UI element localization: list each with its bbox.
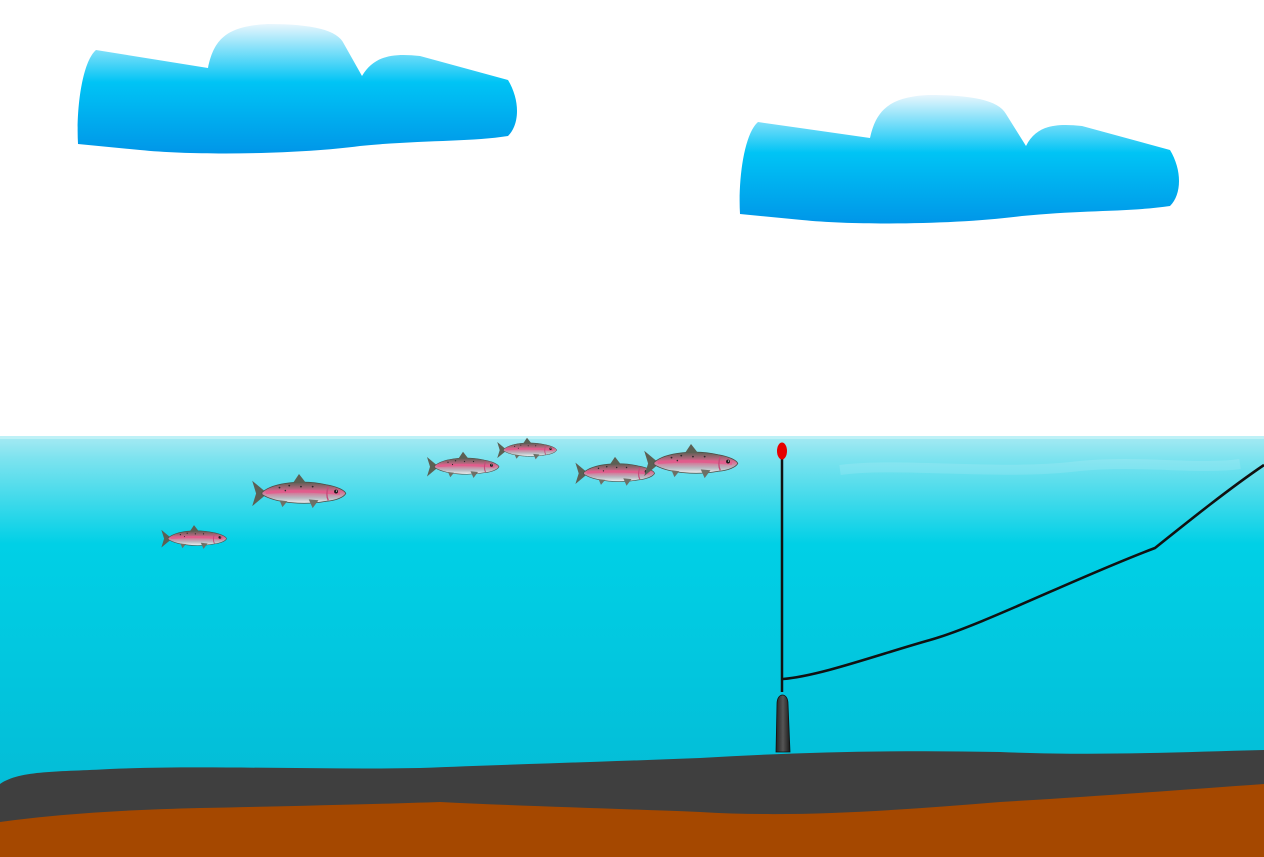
cloud-left (77, 24, 517, 154)
water (0, 436, 1264, 796)
sinker (775, 694, 791, 753)
soil (0, 784, 1264, 857)
cloud-right (739, 95, 1179, 224)
float-tip (777, 442, 787, 460)
float-rig (775, 442, 1264, 753)
fishing-line (782, 463, 1264, 681)
